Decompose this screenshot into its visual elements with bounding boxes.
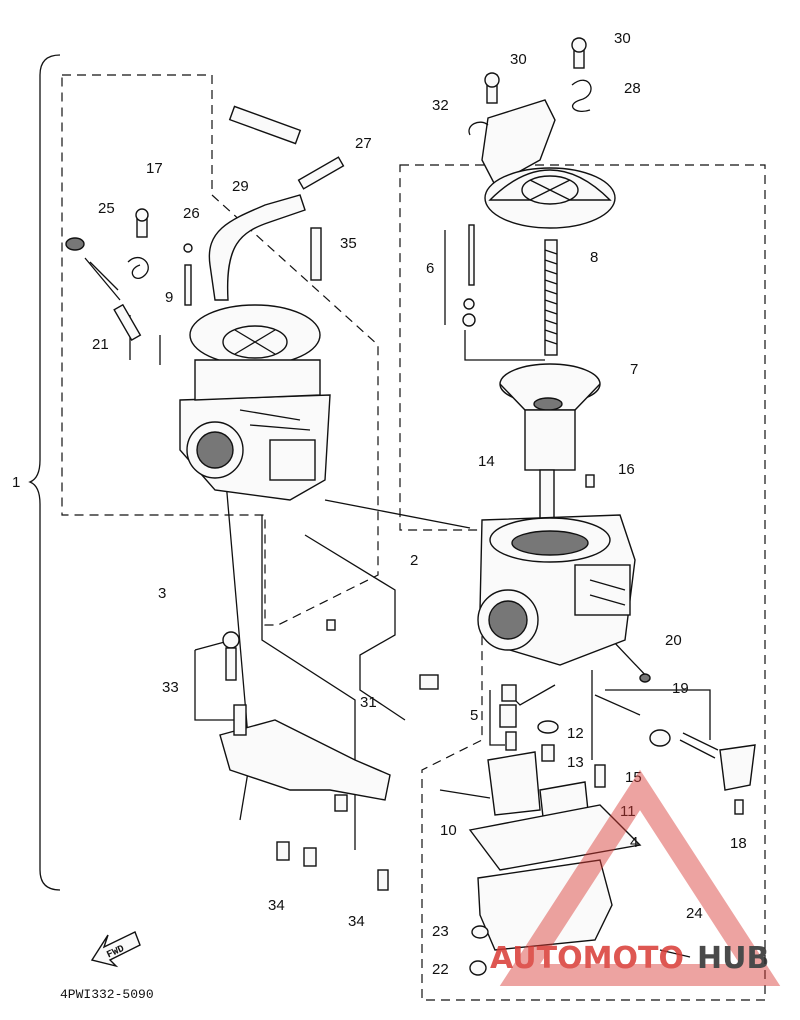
label-3: 3 xyxy=(158,585,166,602)
label-34a: 34 xyxy=(268,897,285,914)
watermark-logo: AUTOMOTO HUB xyxy=(490,769,781,986)
watermark-text-left: AUTOMOTO xyxy=(490,941,684,976)
right-small-parts xyxy=(439,474,756,976)
label-34b: 34 xyxy=(348,913,365,930)
diagram-code: 4PWI332-5090 xyxy=(60,987,154,1002)
label-16: 16 xyxy=(618,461,635,478)
label-7: 7 xyxy=(630,361,638,378)
label-25: 25 xyxy=(98,200,115,217)
label-8: 8 xyxy=(590,249,598,266)
label-6: 6 xyxy=(426,260,434,277)
label-18: 18 xyxy=(730,835,747,852)
assembly-bracket xyxy=(28,54,61,891)
part-labels: 1 2 3 4 5 6 7 8 9 10 11 12 13 14 15 16 1… xyxy=(12,30,747,978)
label-17: 17 xyxy=(146,160,163,177)
fwd-arrow: FWD xyxy=(90,931,141,968)
label-30b: 30 xyxy=(614,30,631,47)
label-13: 13 xyxy=(567,754,584,771)
watermark-text-right: HUB xyxy=(697,941,769,976)
triangle-logo-icon xyxy=(499,769,781,986)
label-26: 26 xyxy=(183,205,200,222)
linkage-plate xyxy=(219,619,439,891)
label-24: 24 xyxy=(686,905,703,922)
label-12: 12 xyxy=(567,725,584,742)
label-1: 1 xyxy=(12,474,20,491)
label-19: 19 xyxy=(672,680,689,697)
right-carburetor xyxy=(477,514,636,666)
label-22: 22 xyxy=(432,961,449,978)
right-carb-top-parts xyxy=(462,37,616,541)
label-32: 32 xyxy=(432,97,449,114)
left-carburetor xyxy=(179,304,331,501)
label-28: 28 xyxy=(624,80,641,97)
label-5: 5 xyxy=(470,707,478,724)
label-11: 11 xyxy=(620,803,636,820)
label-2: 2 xyxy=(410,552,418,569)
label-23: 23 xyxy=(432,923,449,940)
label-14: 14 xyxy=(478,453,495,470)
label-33: 33 xyxy=(162,679,179,696)
label-15: 15 xyxy=(625,769,642,786)
label-21: 21 xyxy=(92,336,109,353)
label-20: 20 xyxy=(665,632,682,649)
left-carb-boundary xyxy=(61,74,379,626)
label-31: 31 xyxy=(360,694,377,711)
right-carb-boundary xyxy=(399,164,766,1001)
label-9: 9 xyxy=(165,289,173,306)
label-29: 29 xyxy=(232,178,249,195)
label-10: 10 xyxy=(440,822,457,839)
label-30a: 30 xyxy=(510,51,527,68)
label-35: 35 xyxy=(340,235,357,252)
label-27: 27 xyxy=(355,135,372,152)
label-4: 4 xyxy=(630,834,638,851)
left-small-parts xyxy=(65,105,345,342)
